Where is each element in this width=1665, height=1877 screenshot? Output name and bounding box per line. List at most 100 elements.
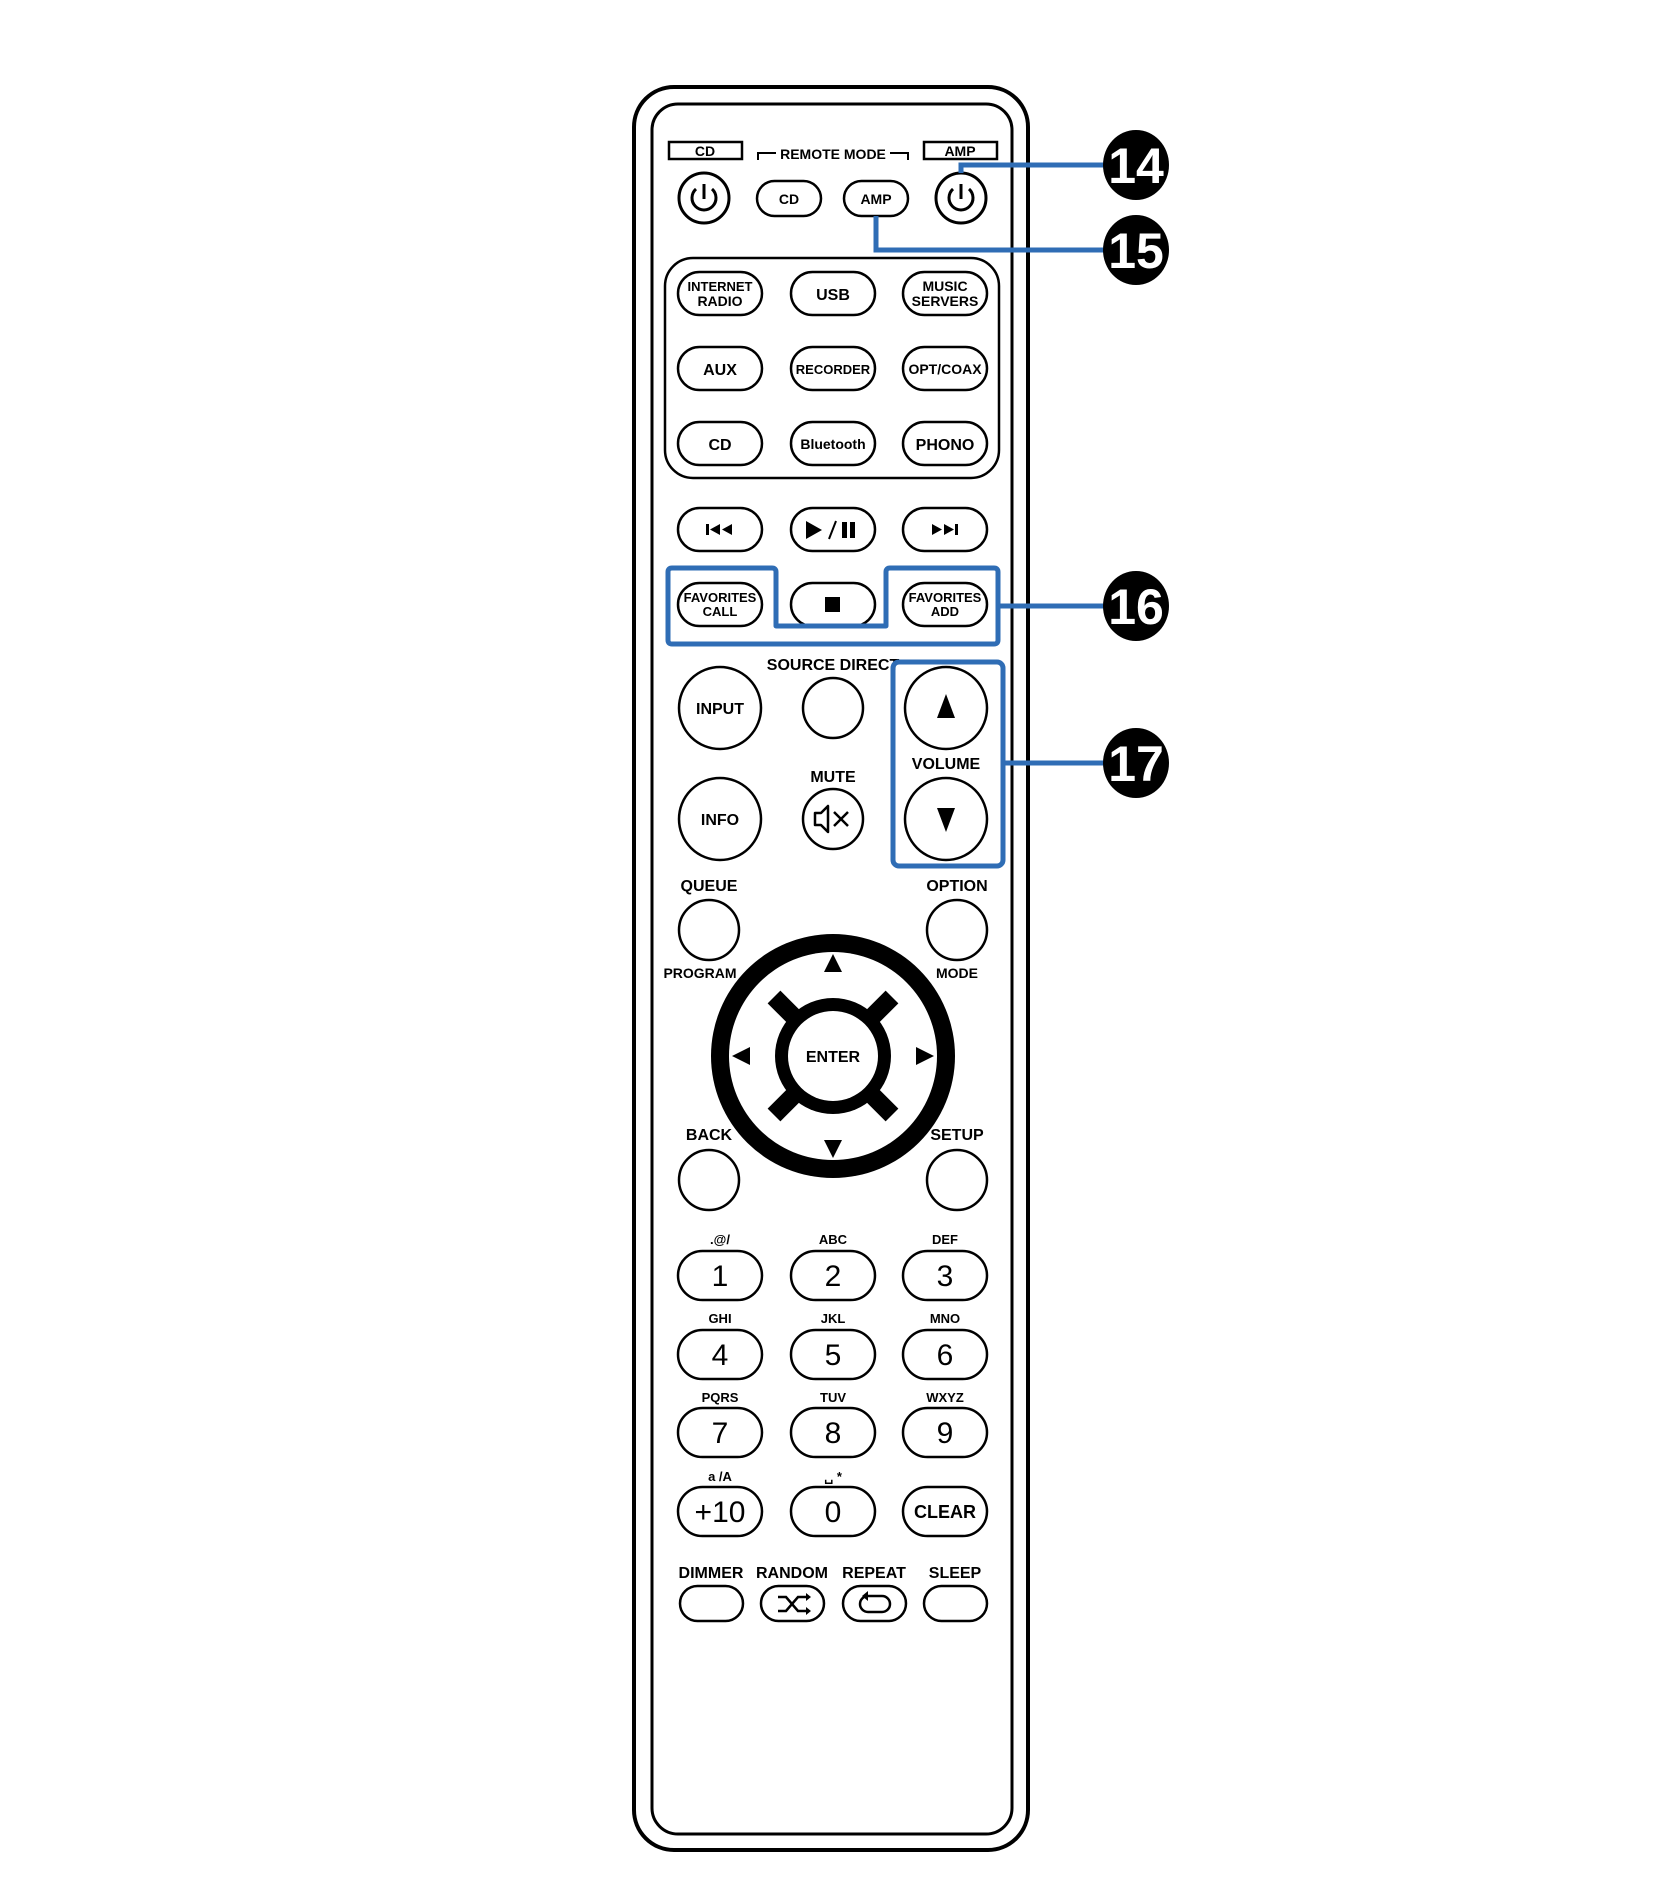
enter-button[interactable]: ENTER: [806, 1049, 861, 1066]
repeat-icon: [858, 1591, 892, 1614]
svg-text:FAVORITES: FAVORITES: [909, 590, 982, 605]
svg-text:RADIO: RADIO: [697, 293, 742, 309]
source-direct-label: SOURCE DIRECT: [767, 657, 900, 674]
key-0-button[interactable]: 0: [789, 1485, 877, 1538]
remote-mode-amp-button[interactable]: AMP: [842, 179, 910, 218]
key-2-button[interactable]: 2: [789, 1249, 877, 1302]
aux-button[interactable]: AUX: [676, 345, 764, 392]
key-1-sub: .@/: [710, 1232, 730, 1247]
key-3-button[interactable]: 3: [901, 1249, 989, 1302]
svg-text:CD: CD: [779, 191, 799, 207]
volume-down-button[interactable]: [903, 776, 989, 862]
svg-text:CD: CD: [708, 437, 731, 454]
stop-button[interactable]: [789, 581, 877, 628]
svg-text:+10: +10: [695, 1496, 746, 1529]
key-4-sub: GHI: [708, 1311, 731, 1326]
internet-radio-button[interactable]: INTERNET RADIO: [676, 270, 764, 317]
svg-text:17: 17: [1108, 736, 1164, 792]
favorites-call-button[interactable]: FAVORITES CALL: [676, 581, 764, 628]
power-icon: [690, 187, 718, 212]
bluetooth-button[interactable]: Bluetooth: [789, 420, 877, 467]
arrow-right-icon: [916, 1047, 934, 1065]
leader-14: [958, 162, 1110, 173]
key-8-button[interactable]: 8: [789, 1406, 877, 1459]
dimmer-button[interactable]: [678, 1584, 745, 1623]
key-6-sub: MNO: [930, 1311, 960, 1326]
play-pause-icon: [806, 520, 855, 540]
svg-text:PHONO: PHONO: [916, 437, 975, 454]
key-plus10-button[interactable]: +10: [676, 1485, 764, 1538]
info-button[interactable]: INFO: [677, 776, 763, 862]
favorites-add-button[interactable]: FAVORITES ADD: [901, 581, 989, 628]
key-7-button[interactable]: 7: [676, 1406, 764, 1459]
svg-text:Bluetooth: Bluetooth: [800, 436, 865, 452]
sleep-button[interactable]: [922, 1584, 989, 1623]
key-4-button[interactable]: 4: [676, 1328, 764, 1381]
key-5-sub: JKL: [821, 1311, 846, 1326]
mute-button[interactable]: [801, 787, 865, 851]
repeat-label: REPEAT: [842, 1565, 906, 1582]
key-9-button[interactable]: 9: [901, 1406, 989, 1459]
opt-coax-button[interactable]: OPT/COAX: [901, 345, 989, 392]
volume-label: VOLUME: [912, 756, 981, 773]
amp-power-button[interactable]: [934, 171, 988, 225]
sleep-label: SLEEP: [929, 1565, 982, 1582]
previous-track-button[interactable]: [676, 506, 764, 553]
repeat-button[interactable]: [841, 1584, 908, 1623]
music-servers-button[interactable]: MUSIC SERVERS: [901, 270, 989, 317]
queue-button[interactable]: [677, 898, 741, 962]
dpad-left-button[interactable]: [732, 1047, 750, 1065]
svg-text:0: 0: [825, 1496, 842, 1529]
triangle-up-icon: [937, 694, 955, 718]
random-label: RANDOM: [756, 1565, 828, 1582]
remote-mode-cd-button[interactable]: CD: [755, 179, 823, 218]
clear-button[interactable]: CLEAR: [901, 1485, 989, 1538]
queue-label: QUEUE: [681, 878, 738, 895]
cd-source-button[interactable]: CD: [676, 420, 764, 467]
svg-text:AUX: AUX: [703, 362, 737, 379]
dpad-down-button[interactable]: [824, 1140, 842, 1158]
recorder-button[interactable]: RECORDER: [789, 345, 877, 392]
random-button[interactable]: [759, 1584, 826, 1623]
source-direct-button[interactable]: [801, 676, 865, 740]
cd-power-button[interactable]: [677, 171, 731, 225]
option-button[interactable]: [925, 898, 989, 962]
svg-text:USB: USB: [816, 287, 850, 304]
svg-text:RECORDER: RECORDER: [796, 362, 871, 377]
key-3-sub: DEF: [932, 1232, 958, 1247]
svg-text:1: 1: [712, 1260, 729, 1293]
key-6-button[interactable]: 6: [901, 1328, 989, 1381]
svg-text:6: 6: [937, 1339, 954, 1372]
key-plus10-sub: a /A: [708, 1469, 732, 1484]
highlight-16: [665, 565, 1110, 647]
setup-button[interactable]: [925, 1148, 989, 1212]
volume-up-button[interactable]: [903, 665, 989, 751]
key-1-button[interactable]: 1: [676, 1249, 764, 1302]
back-button[interactable]: [677, 1148, 741, 1212]
remote-mode-label-group: REMOTE MODE: [757, 146, 909, 162]
key-2-sub: ABC: [819, 1232, 848, 1247]
dpad-right-button[interactable]: [916, 1047, 934, 1065]
next-track-button[interactable]: [901, 506, 989, 553]
amp-indicator: AMP: [922, 140, 999, 161]
dimmer-label: DIMMER: [679, 1565, 744, 1582]
program-label: PROGRAM: [663, 965, 736, 981]
mode-label: MODE: [936, 965, 978, 981]
power-icon: [947, 187, 975, 212]
play-pause-button[interactable]: [789, 506, 877, 553]
amp-indicator-label: AMP: [944, 143, 975, 159]
dpad-up-button[interactable]: [824, 954, 842, 972]
svg-text:7: 7: [712, 1417, 729, 1450]
cd-indicator: CD: [667, 140, 744, 161]
highlight-17: [890, 659, 1110, 869]
option-label: OPTION: [926, 878, 987, 895]
arrow-left-icon: [732, 1047, 750, 1065]
phono-button[interactable]: PHONO: [901, 420, 989, 467]
svg-text:AMP: AMP: [860, 191, 891, 207]
svg-text:15: 15: [1108, 223, 1164, 279]
svg-text:OPT/COAX: OPT/COAX: [908, 361, 982, 377]
input-button[interactable]: INPUT: [677, 665, 763, 751]
key-5-button[interactable]: 5: [789, 1328, 877, 1381]
svg-text:5: 5: [825, 1339, 842, 1372]
usb-button[interactable]: USB: [789, 270, 877, 317]
